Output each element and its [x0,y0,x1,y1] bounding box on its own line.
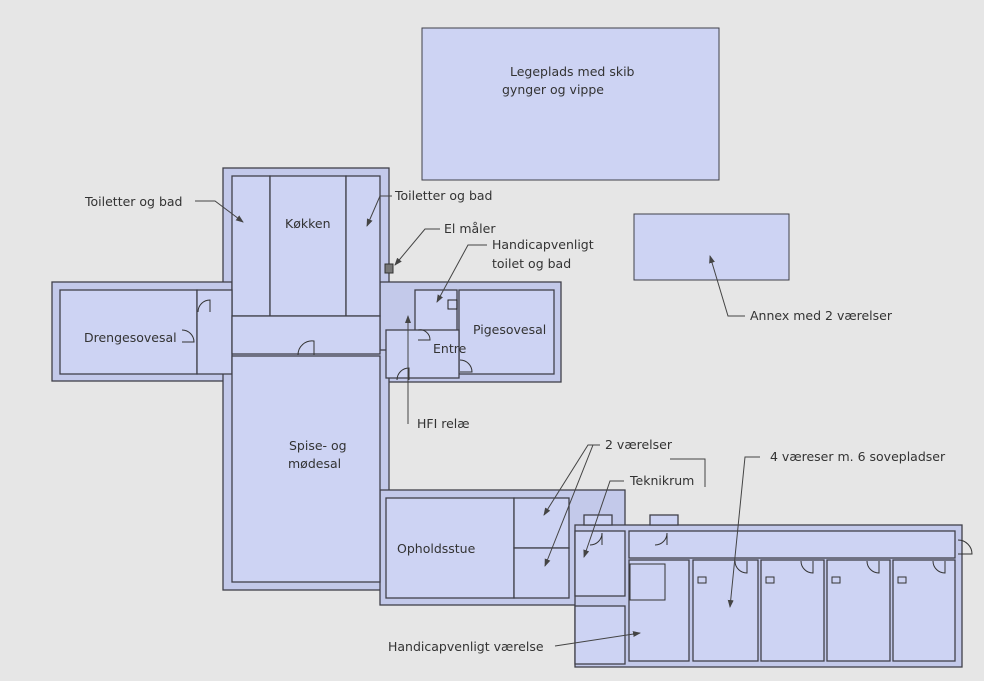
playground-area: Legeplads med skib gynger og vippe [421,27,720,181]
label-girls-dorm: Pigesovesal [473,322,546,337]
label-living-room: Opholdsstue [397,541,476,556]
room-two-rooms-2 [513,547,570,599]
room-toilets-right [345,175,381,317]
label-hfi-relay: HFI relæ [417,416,470,431]
label-two-rooms: 2 værelser [605,437,673,452]
room-boys-dorm [59,289,198,375]
label-handicap-toilet-line2: toilet og bad [492,256,571,271]
room-handicap-toilet [414,289,458,335]
label-annex: Annex med 2 værelser [750,308,893,323]
dorm-room-1 [692,559,759,662]
room-toilets-left [231,175,271,317]
dorm-room-4 [892,559,956,662]
label-toilets-left: Toiletter og bad [84,194,183,209]
label-handicap-toilet-line1: Handicapvenligt [492,237,594,252]
el-meter-box [384,263,394,274]
room-technical [574,530,626,597]
label-four-rooms: 4 væreser m. 6 sovepladser [770,449,946,464]
label-toilets-right: Toiletter og bad [394,188,493,203]
label-dining-line1: Spise- og [289,438,347,453]
main-building [51,167,626,606]
room-handicap [628,559,690,662]
room-kitchen [269,175,347,317]
room-entrance [385,329,460,379]
room-two-rooms-1 [513,497,570,549]
leader-lines [195,195,760,647]
label-kitchen: Køkken [285,216,331,231]
annex-building [633,213,790,281]
label-boys-dorm: Drengesovesal [84,330,177,345]
label-dining-line2: mødesal [288,456,341,471]
dorm-room-2 [760,559,825,662]
south-wing [574,514,973,668]
label-technical-room: Teknikrum [629,473,694,488]
label-el-meter: El måler [444,221,496,236]
dorm-room-3 [826,559,891,662]
playground-label-line1: Legeplads med skib [510,64,635,79]
label-handicap-room: Handicapvenligt værelse [388,639,544,654]
hallway [628,530,956,559]
playground-label-line2: gynger og vippe [502,82,604,97]
room-dining [231,355,381,583]
label-entrance: Entre [433,341,467,356]
